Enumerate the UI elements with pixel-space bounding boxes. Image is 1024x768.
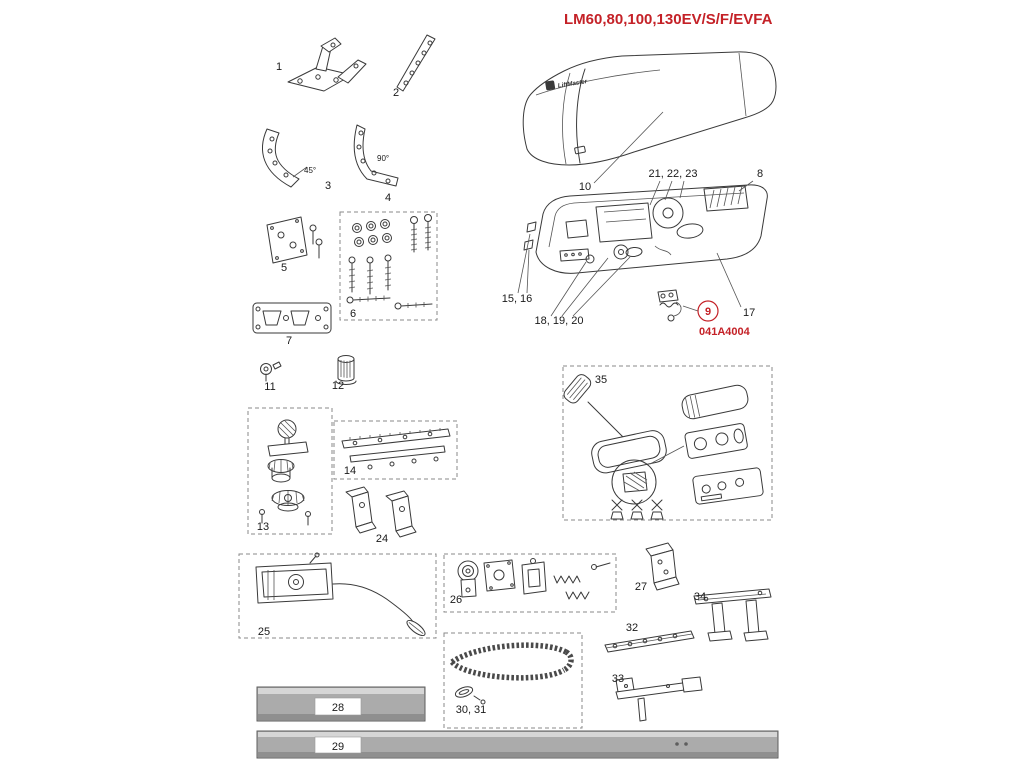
leader-line-10 xyxy=(593,111,664,184)
part-9-callout-circle xyxy=(697,300,719,322)
part-26-pulley-kit xyxy=(443,553,617,613)
part-label-28: 28 xyxy=(332,702,344,714)
part-11-clevis xyxy=(260,361,282,382)
part-1-header-bracket xyxy=(287,37,367,92)
part-3-curved-bracket-45 xyxy=(262,128,308,188)
part-12-knurled-coupler xyxy=(335,355,357,385)
part-label-27: 27 xyxy=(635,581,647,593)
part-label-13: 13 xyxy=(257,521,269,533)
part-label-25: 25 xyxy=(258,626,270,638)
part-label-15-16: 15, 16 xyxy=(502,293,533,305)
part-9-switch-assembly xyxy=(657,289,682,322)
brand-logo-text: LiftMaster xyxy=(557,78,588,90)
part-label-11: 11 xyxy=(264,381,275,393)
part-label-33: 33 xyxy=(612,673,624,685)
part-10-motor-cover: LiftMaster xyxy=(522,51,777,166)
part-6-hardware-kit xyxy=(339,211,438,321)
part-label-3: 3 xyxy=(325,180,331,192)
part-27-wall-bracket xyxy=(645,542,680,591)
leader-lines-21-22-23 xyxy=(649,180,685,206)
leader-line-8 xyxy=(738,180,754,192)
master-link-icon xyxy=(454,686,474,698)
part-label-17: 17 xyxy=(743,307,755,319)
part-24-angle-brackets xyxy=(345,486,417,538)
part-label-26: 26 xyxy=(450,594,462,606)
part-label-18-19-20: 18, 19, 20 xyxy=(535,315,584,327)
part-label-34: 34 xyxy=(694,591,706,603)
part-label-5: 5 xyxy=(281,262,287,274)
part-label-1: 1 xyxy=(276,61,282,73)
part-label-9: 9 xyxy=(705,306,711,318)
part-13-gear-kit xyxy=(247,407,333,535)
part-4-angle-label: 90° xyxy=(377,154,389,163)
part-label-8: 8 xyxy=(757,168,763,180)
part-7-header-plate xyxy=(252,302,332,334)
part-2-straight-strap xyxy=(396,34,436,92)
part-label-24: 24 xyxy=(376,533,388,545)
part-25-trolley xyxy=(238,552,437,639)
discard-icons xyxy=(610,499,664,520)
part-code-041A4004: 041A4004 xyxy=(699,326,751,338)
chassis-assembly xyxy=(523,184,768,274)
part-34-hanging-bracket xyxy=(693,588,772,642)
part-label-35: 35 xyxy=(595,374,607,386)
part-label-12: 12 xyxy=(332,380,344,392)
part-30-31-chain xyxy=(443,632,583,729)
part-label-29: 29 xyxy=(332,741,344,753)
part-14-rail-bracket xyxy=(333,420,458,480)
leader-line-9 xyxy=(682,305,699,312)
part-5-mounting-plate xyxy=(266,216,323,264)
leader-line-17 xyxy=(716,252,742,308)
part-29-rail-section xyxy=(256,730,779,759)
part-label-4: 4 xyxy=(385,192,391,204)
part-label-2: 2 xyxy=(393,87,399,99)
part-label-6: 6 xyxy=(350,308,356,320)
part-label-30-31: 30, 31 xyxy=(456,704,487,716)
diagram-title: LM60,80,100,130EV/S/F/EVFA xyxy=(564,11,773,28)
part-35-light-kit xyxy=(562,365,773,521)
part-label-21-22-23: 21, 22, 23 xyxy=(649,168,698,180)
part-33-door-arm xyxy=(615,676,703,722)
part-label-10: 10 xyxy=(579,181,591,193)
part-label-14: 14 xyxy=(344,465,356,477)
part-3-angle-label: 45° xyxy=(304,166,316,175)
part-label-32: 32 xyxy=(626,622,638,634)
brand-logo-mark xyxy=(545,80,556,91)
leader-lines-15-16 xyxy=(517,233,531,294)
leader-lines-18-19-20 xyxy=(550,256,631,317)
part-4-curved-bracket-90 xyxy=(353,124,399,187)
part-label-7: 7 xyxy=(286,335,292,347)
part-28-rail-section xyxy=(256,686,426,722)
part-32-hanging-strap xyxy=(604,630,695,653)
